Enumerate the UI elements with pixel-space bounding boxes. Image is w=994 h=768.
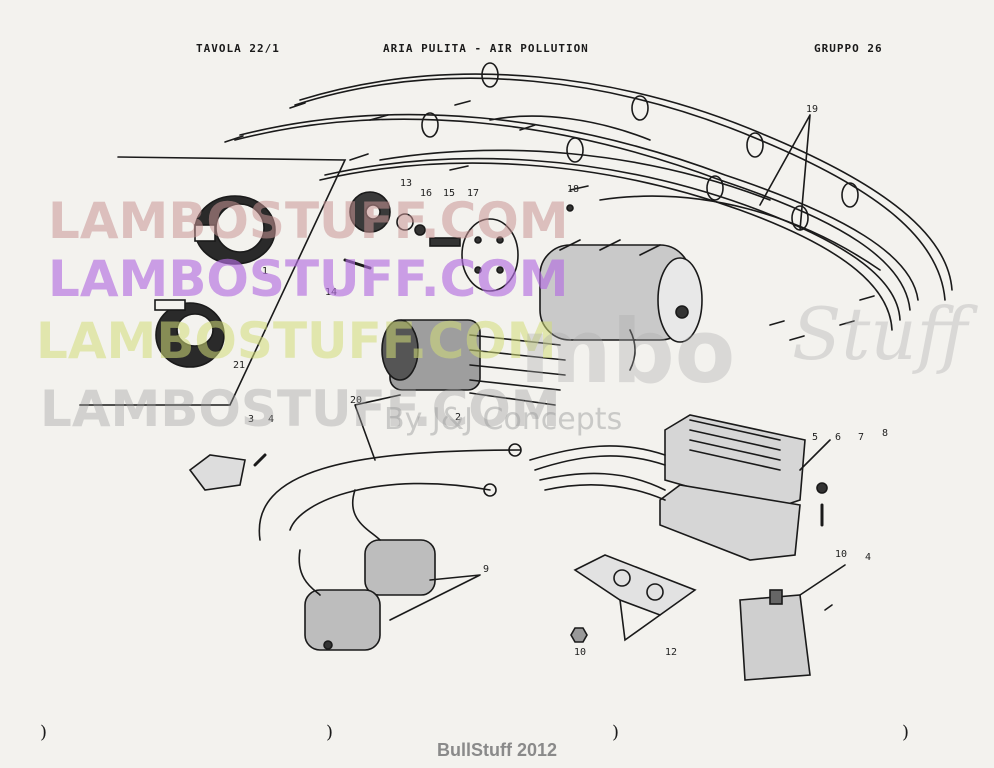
distributor-body xyxy=(381,319,566,406)
callout-14: 14 xyxy=(325,287,337,298)
callout-10b: 10 xyxy=(835,549,847,560)
group-number: GRUPPO 26 xyxy=(814,42,883,55)
callout-3: 3 xyxy=(248,414,254,425)
callout-4b: 4 xyxy=(865,552,871,563)
plate-number: TAVOLA 22/1 xyxy=(196,42,280,55)
callout-19: 19 xyxy=(806,104,818,115)
callout-13: 13 xyxy=(400,178,412,189)
plate-title: ARIA PULITA - AIR POLLUTION xyxy=(383,42,589,55)
callout-6: 6 xyxy=(835,432,841,443)
callout-17: 17 xyxy=(467,188,479,199)
page-mark: ) xyxy=(326,722,334,743)
distributor-rotor xyxy=(154,299,225,368)
callout-9: 9 xyxy=(483,564,489,575)
callout-4: 4 xyxy=(268,414,274,425)
callout-2: 2 xyxy=(455,412,461,423)
voltage-regulator xyxy=(529,414,828,561)
coil-bracket xyxy=(570,554,697,643)
drive-gear xyxy=(343,191,461,270)
callout-18: 18 xyxy=(567,184,579,195)
alternator xyxy=(539,239,703,371)
callout-1: 1 xyxy=(262,266,268,277)
coil-lead xyxy=(258,443,522,541)
callout-21: 21 xyxy=(233,360,245,371)
ignition-coil xyxy=(298,489,436,651)
callout-5: 5 xyxy=(812,432,818,443)
callout-10: 10 xyxy=(574,647,586,658)
page-mark: ) xyxy=(612,722,620,743)
callout-12: 12 xyxy=(665,647,677,658)
page-mark: ) xyxy=(902,722,910,743)
callout-15: 15 xyxy=(443,188,455,199)
mounting-flange xyxy=(461,204,574,292)
ignition-lead-harness xyxy=(224,62,953,341)
distributor-cap xyxy=(194,195,276,265)
callout-7: 7 xyxy=(858,432,864,443)
callout-8: 8 xyxy=(882,428,888,439)
callout-16: 16 xyxy=(420,188,432,199)
callout-20: 20 xyxy=(350,395,362,406)
footer-credit: BullStuff 2012 xyxy=(436,740,558,760)
page-mark: ) xyxy=(40,722,48,743)
connector-block xyxy=(188,453,267,491)
condenser xyxy=(739,589,833,681)
